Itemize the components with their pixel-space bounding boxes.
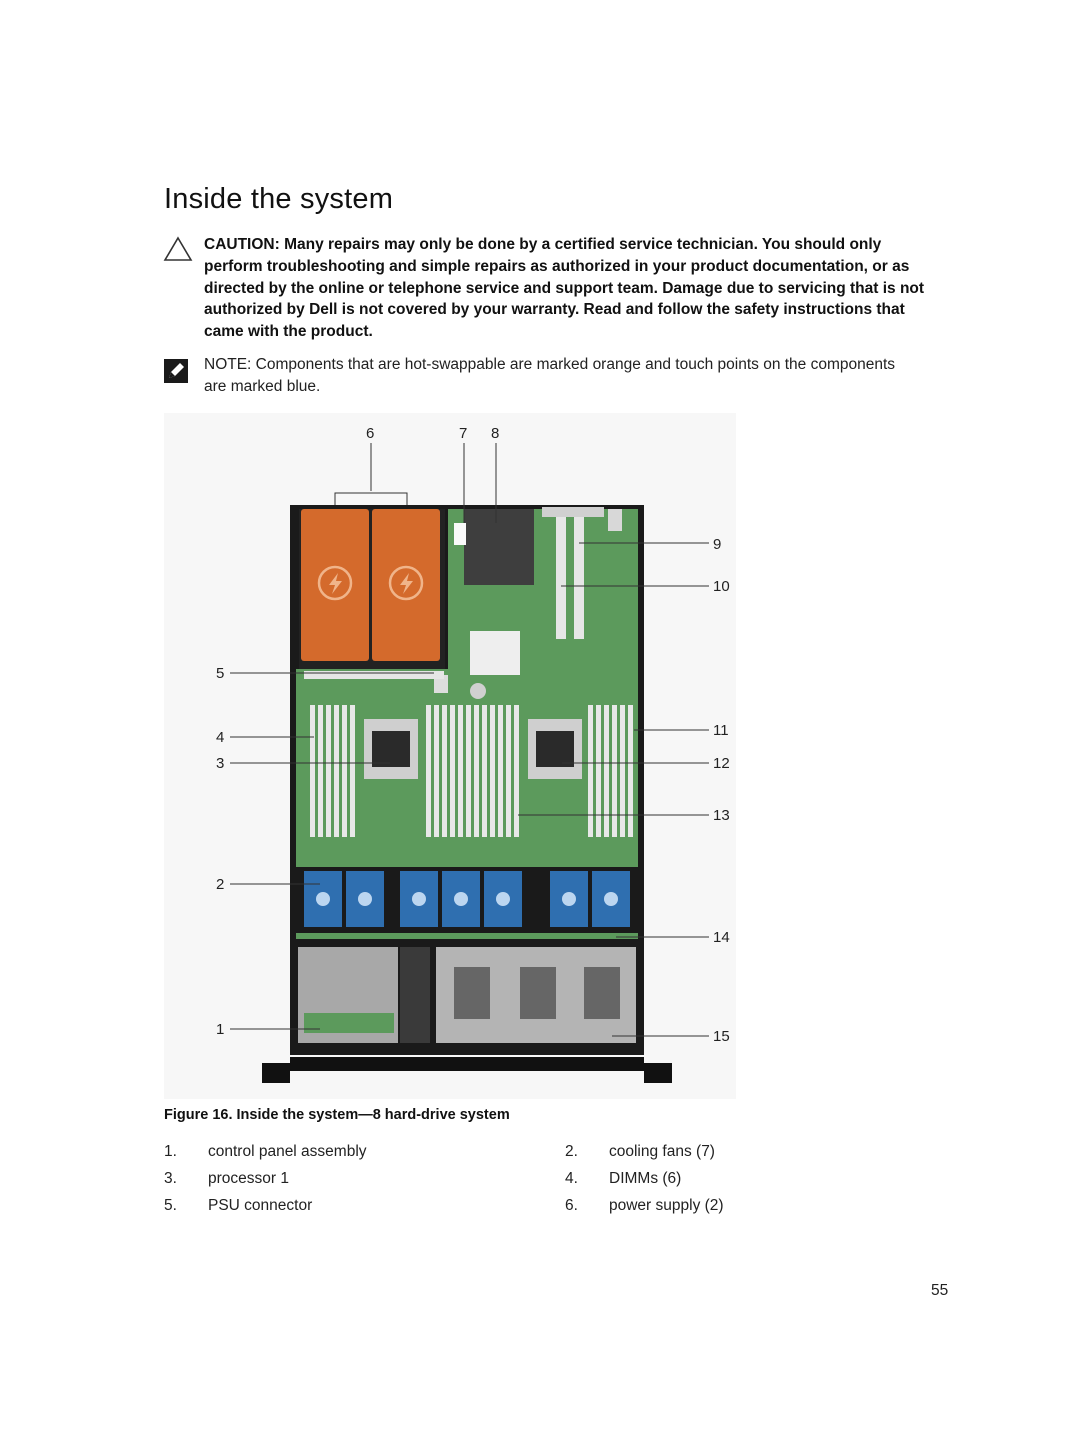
rear-io [542,507,604,517]
lightning-icon [329,573,342,594]
riser-slot [556,513,566,639]
battery [470,683,486,699]
legend-number: 6. [565,1197,578,1214]
psu-connector-strip [304,671,444,679]
system-diagram: 1 2 3 4 5 6 7 8 9 10 11 12 13 14 15 [164,413,736,1099]
callout-11: 11 [713,722,729,739]
caution-body: Many repairs may only be done by a certi… [204,236,925,341]
legend-number: 2. [565,1143,578,1160]
page-title: Inside the system [164,183,394,215]
hard-drive [584,967,620,1019]
callout-14: 14 [713,929,730,946]
callout-1: 1 [216,1021,224,1038]
callout-9: 9 [713,536,721,553]
caution-block: CAUTION: Many repairs may only be done b… [204,234,944,343]
page-number: 55 [931,1282,949,1299]
note-block: NOTE: Components that are hot-swappable … [204,354,904,398]
rear-port [608,509,622,531]
power-supply-2-icon [388,565,424,601]
riser-card [470,631,520,675]
note-label: NOTE: [204,356,252,373]
rack-ear-right [644,1063,672,1083]
dimm-bank-right [588,705,633,837]
callout-8: 8 [491,425,499,442]
front-bezel [290,1057,644,1071]
legend-number: 1. [164,1143,177,1160]
legend-text: cooling fans (7) [609,1143,715,1160]
callout-4: 4 [216,729,224,746]
legend-number: 3. [164,1170,177,1187]
hard-drive [454,967,490,1019]
legend-text: processor 1 [208,1170,289,1187]
processor-1 [372,731,410,767]
processor-2 [536,731,574,767]
leader-lines [230,443,709,1037]
legend-number: 4. [565,1170,578,1187]
power-supply-1-icon [317,565,353,601]
callout-12: 12 [713,755,730,772]
lightning-icon [400,573,413,594]
callout-7: 7 [459,425,467,442]
hard-drive [520,967,556,1019]
backplane-strip [296,933,638,939]
figure-caption: Figure 16. Inside the system—8 hard-driv… [164,1107,510,1123]
control-panel-assembly [304,1013,394,1033]
psu-connector [434,675,448,693]
dimm-bank-left [310,705,355,837]
callout-13: 13 [713,807,730,824]
rack-ear-left [262,1063,290,1083]
caution-icon [163,236,193,261]
cable-channel [400,947,430,1043]
note-body: Components that are hot-swappable are ma… [204,356,896,395]
callout-6: 6 [366,425,374,442]
legend-text: DIMMs (6) [609,1170,682,1187]
legend-text: control panel assembly [208,1143,367,1160]
cooling-fans [304,871,630,927]
note-pencil-icon [164,359,188,383]
callout-10: 10 [713,578,730,595]
callout-15: 15 [713,1028,730,1045]
callout-2: 2 [216,876,224,893]
legend-text: power supply (2) [609,1197,724,1214]
dimm-bank-middle [426,705,519,837]
legend-text: PSU connector [208,1197,313,1214]
callout-5: 5 [216,665,224,682]
riser-slot [574,513,584,639]
storage-controller [464,509,534,585]
connector [454,523,466,545]
legend-number: 5. [164,1197,177,1214]
callout-3: 3 [216,755,224,772]
caution-label: CAUTION: [204,236,280,253]
system-diagram-svg: 1 2 3 4 5 6 7 8 9 10 11 12 13 14 15 [216,425,730,1083]
